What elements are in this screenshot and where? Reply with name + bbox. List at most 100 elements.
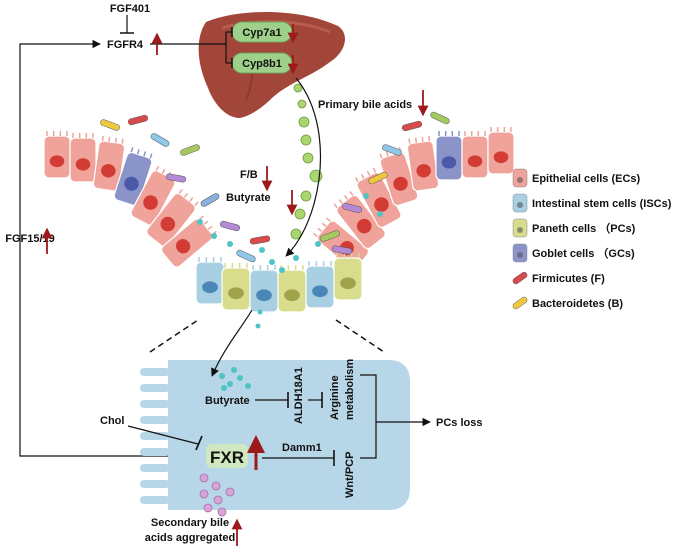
intestinal-crypt [43, 127, 515, 313]
firmicutes [341, 202, 363, 214]
butyrate-dot [237, 375, 243, 381]
epithelial-cell [487, 127, 515, 175]
bile-acid-drop [290, 228, 302, 240]
butyrate-dot [363, 193, 369, 199]
butyrate-dot [279, 267, 285, 273]
legend-label: Intestinal stem cells (ISCs) [532, 198, 672, 210]
bile-acid-drop [293, 83, 303, 93]
butyrate-dot [227, 381, 233, 387]
butyrate-dot [315, 241, 321, 247]
legend-label: Goblet cells （GCs) [532, 247, 635, 260]
secondary-bile-label-1: Secondary bile [151, 517, 229, 529]
microvilli [140, 368, 170, 504]
stem-cell [305, 261, 335, 309]
bacteroidetes [200, 193, 220, 207]
bacteroidetes-icon [512, 296, 528, 310]
secondary-bile-acid-dots [199, 473, 235, 517]
fb-label: F/B [240, 169, 258, 181]
fgfr4-label: FGFR4 [107, 39, 144, 51]
bacteroidetes [382, 144, 402, 156]
secondary-bile-acid-dot [217, 507, 227, 517]
secondary-bile-acid-dot [199, 473, 209, 483]
bacteroidetes [150, 133, 170, 147]
butyrate-dot [219, 373, 225, 379]
butyrate-dot [269, 259, 275, 265]
metabolism-label: metabolism [344, 359, 356, 420]
butyrate-dot [221, 385, 227, 391]
cyp8b1-box: Cyp8b1 [231, 52, 293, 74]
epithelial-cell [160, 215, 217, 268]
bacteroidetes [368, 171, 388, 185]
firmicutes [165, 173, 187, 183]
legend-item: Firmicutes (F) [512, 271, 605, 285]
gut-microbiota [100, 111, 450, 329]
arginine-label: Arginine [329, 375, 341, 420]
chol-label: Chol [100, 415, 124, 427]
secondary-bile-acid-dot [203, 503, 213, 513]
goblet-cell [113, 147, 153, 207]
bacteroidetes [320, 230, 340, 242]
epithelial-cell [461, 131, 489, 179]
epithelial-cell [146, 188, 199, 248]
legend-label: Paneth cells （PCs) [532, 222, 636, 235]
bile-acid-drop [297, 99, 307, 109]
legend-item: Paneth cells （PCs) [512, 218, 636, 238]
bile-acid-drop [300, 190, 312, 202]
secondary-bile-acid-dot [213, 495, 223, 505]
bacteroidetes [100, 119, 120, 131]
stem-cell [249, 265, 279, 313]
firmicutes [127, 114, 149, 126]
aldh18a1-label: ALDH18A1 [293, 367, 305, 424]
legend-label: Bacteroidetes (B) [532, 298, 623, 310]
firmicutes [249, 235, 271, 245]
butyrate-dot [255, 323, 261, 329]
secondary-bile-label-2: acids aggregated [145, 532, 235, 544]
cyp7a1-label: Cyp7a1 [242, 27, 281, 39]
bacteroidetes [180, 144, 200, 156]
fxr-box: FXR [206, 444, 248, 468]
firmicutes [331, 245, 353, 255]
epithelial-cell-icon [512, 168, 528, 188]
bacteroidetes [430, 111, 450, 125]
butyrate-dot [197, 219, 203, 225]
bile-acid-drop [294, 208, 306, 220]
secondary-bile-acid-dot [211, 481, 221, 491]
bile-acid-drop [298, 116, 310, 128]
epithelial-cell [43, 131, 71, 179]
legend-item: Intestinal stem cells (ISCs) [512, 193, 672, 213]
butyrate-dot [377, 211, 383, 217]
epithelial-cell [69, 133, 97, 183]
butyrate-lumen-label: Butyrate [226, 192, 271, 204]
paneth-cell [333, 253, 363, 301]
firmicutes [219, 220, 241, 232]
butyrate-dot [259, 247, 265, 253]
legend: Epithelial cells (ECs) Intestinal stem ce… [512, 168, 672, 310]
fgf401-label: FGF401 [110, 3, 150, 15]
paneth-cell-zoom [140, 360, 410, 510]
butyrate-dot [257, 309, 263, 315]
paneth-cell [221, 263, 251, 311]
stem-cell-icon [512, 193, 528, 213]
stem-cell [195, 257, 225, 305]
legend-item: Epithelial cells (ECs) [512, 168, 641, 188]
bile-acid-drop [302, 152, 314, 164]
bacteroidetes [236, 249, 256, 263]
butyrate-dot [231, 367, 237, 373]
goblet-cell-icon [512, 243, 528, 263]
cyp7a1-box: Cyp7a1 [231, 21, 293, 43]
butyrate-dot [211, 233, 217, 239]
secondary-bile-acid-dot [199, 489, 209, 499]
butyrate-dot [227, 241, 233, 247]
butyrate-dot [293, 255, 299, 261]
wnt-pcp-label: Wnt/PCP [344, 452, 356, 498]
butyrate-dot [245, 383, 251, 389]
firmicutes [401, 120, 423, 132]
butyrate-cell-dots [219, 367, 251, 391]
legend-item: Goblet cells （GCs) [512, 243, 635, 263]
epithelial-cell [379, 147, 419, 207]
secondary-bile-acid-dot [225, 487, 235, 497]
legend-label: Epithelial cells (ECs) [532, 173, 641, 185]
legend-label: Firmicutes (F) [532, 273, 605, 285]
cyp8b1-label: Cyp8b1 [242, 58, 282, 70]
